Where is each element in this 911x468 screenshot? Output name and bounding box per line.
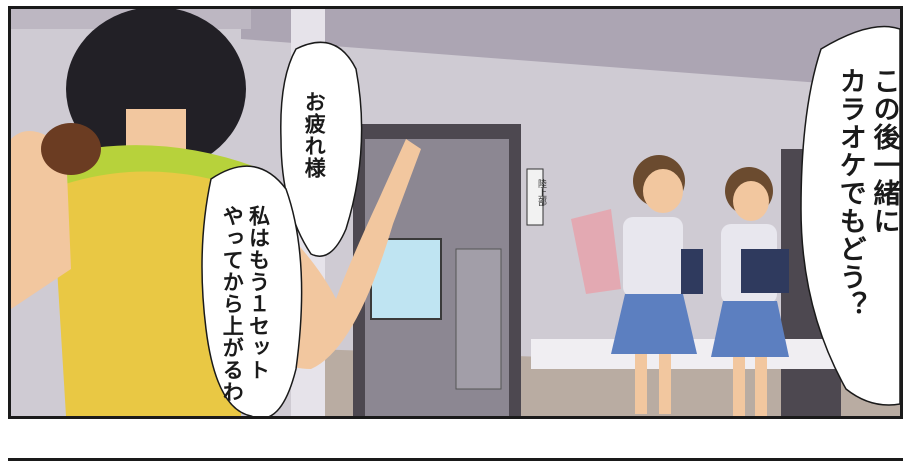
- girl2-leg-right: [755, 357, 767, 416]
- bubble-otsukare: [280, 41, 363, 257]
- hallway-scene: [11, 9, 900, 416]
- girl1-skirt: [611, 294, 697, 354]
- bubble-one-more-set: [201, 165, 303, 416]
- fg-girl-left-arm: [11, 131, 71, 309]
- dialogue-line: この後一緒に: [868, 67, 900, 235]
- club-sign: [526, 168, 544, 226]
- girl1-leg-right: [659, 354, 671, 414]
- ceiling: [241, 9, 900, 89]
- girl1-bag: [681, 249, 703, 294]
- girl2-bag: [741, 249, 789, 293]
- fg-girl-vest: [51, 151, 251, 416]
- girl1-shirt: [623, 217, 683, 297]
- drink-bottle: [41, 123, 101, 175]
- inner-door: [455, 248, 502, 390]
- dialogue-line: 私はもう１セット: [246, 205, 271, 381]
- girl1-face: [643, 169, 683, 213]
- dialogue-one-more-set: 私はもう１セット やってから上がるわ: [219, 205, 272, 416]
- fg-girl-hair: [66, 9, 246, 171]
- girl2-face: [733, 181, 769, 221]
- held-shirt: [571, 209, 621, 294]
- dialogue-line: やってから上がるわ: [220, 205, 245, 403]
- girl2-leg-left: [733, 357, 745, 416]
- club-sign-label: 陸上部: [536, 179, 546, 206]
- dialogue-otsukare: お疲れ様: [302, 91, 327, 179]
- dialogue-line: カラオケでもどう？: [834, 67, 866, 319]
- girl2-skirt: [711, 301, 789, 357]
- next-panel-border: [8, 458, 903, 468]
- dialogue-karaoke: この後一緒に カラオケでもどう？: [833, 67, 900, 397]
- manga-panel: お疲れ様 私はもう１セット やってから上がるわ この後一緒に カラオケでもどう？…: [8, 6, 903, 419]
- bubble-karaoke: [800, 25, 900, 406]
- girl1-leg-left: [635, 354, 647, 414]
